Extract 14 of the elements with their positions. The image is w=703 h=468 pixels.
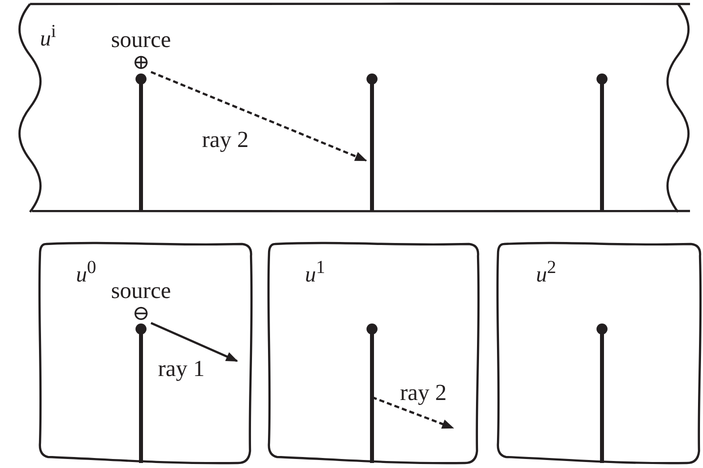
minus-symbol: ⊖ bbox=[131, 303, 151, 323]
plus-symbol: ⊕ bbox=[131, 52, 151, 72]
arrow bbox=[150, 70, 368, 162]
panel-region bbox=[267, 242, 479, 463]
source-label: source bbox=[110, 279, 172, 302]
variable-label: u$^{1}$ bbox=[305, 258, 326, 286]
panel-region bbox=[496, 242, 701, 463]
arrow bbox=[372, 396, 454, 430]
variable-label: u$^{i}$ bbox=[40, 22, 56, 50]
source-label: source bbox=[110, 28, 172, 51]
panel-region bbox=[38, 242, 252, 463]
variable-label: u$^{2}$ bbox=[536, 258, 556, 286]
variable-label: u$^{0}$ bbox=[76, 258, 96, 286]
arrow bbox=[150, 322, 238, 362]
